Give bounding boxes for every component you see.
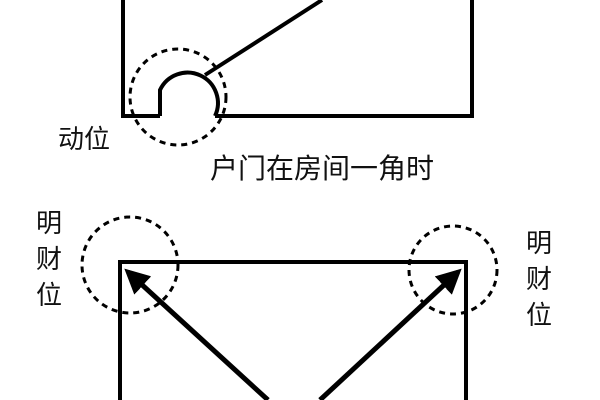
top-room-outline <box>121 0 474 118</box>
left-wealth-position-label: 明 财 位 <box>36 209 62 311</box>
right-label-char-1: 明 <box>526 229 552 259</box>
door-swing-arc <box>158 70 220 117</box>
active-position-dashed-circle <box>128 47 228 147</box>
right-label-char-2: 财 <box>526 265 552 295</box>
left-arrow <box>124 268 270 400</box>
left-wealth-position-dashed-circle <box>80 215 180 315</box>
left-label-char-1: 明 <box>36 209 62 239</box>
left-label-char-3: 位 <box>36 281 62 311</box>
diagram-caption: 户门在房间一角时 <box>210 152 434 185</box>
right-wealth-position-dashed-circle <box>407 224 499 316</box>
bottom-room-outline <box>118 260 468 400</box>
door-diagonal-line <box>203 0 324 77</box>
bottom-room-diagram: 明 财 位 明 财 位 <box>36 209 552 400</box>
top-room-diagram: 动位 户门在房间一角时 <box>58 0 474 185</box>
right-wealth-position-label: 明 财 位 <box>526 229 552 331</box>
left-label-char-2: 财 <box>36 245 62 275</box>
door-active-position-label: 动位 <box>58 125 110 155</box>
right-arrow <box>318 268 462 400</box>
right-label-char-3: 位 <box>526 301 552 331</box>
